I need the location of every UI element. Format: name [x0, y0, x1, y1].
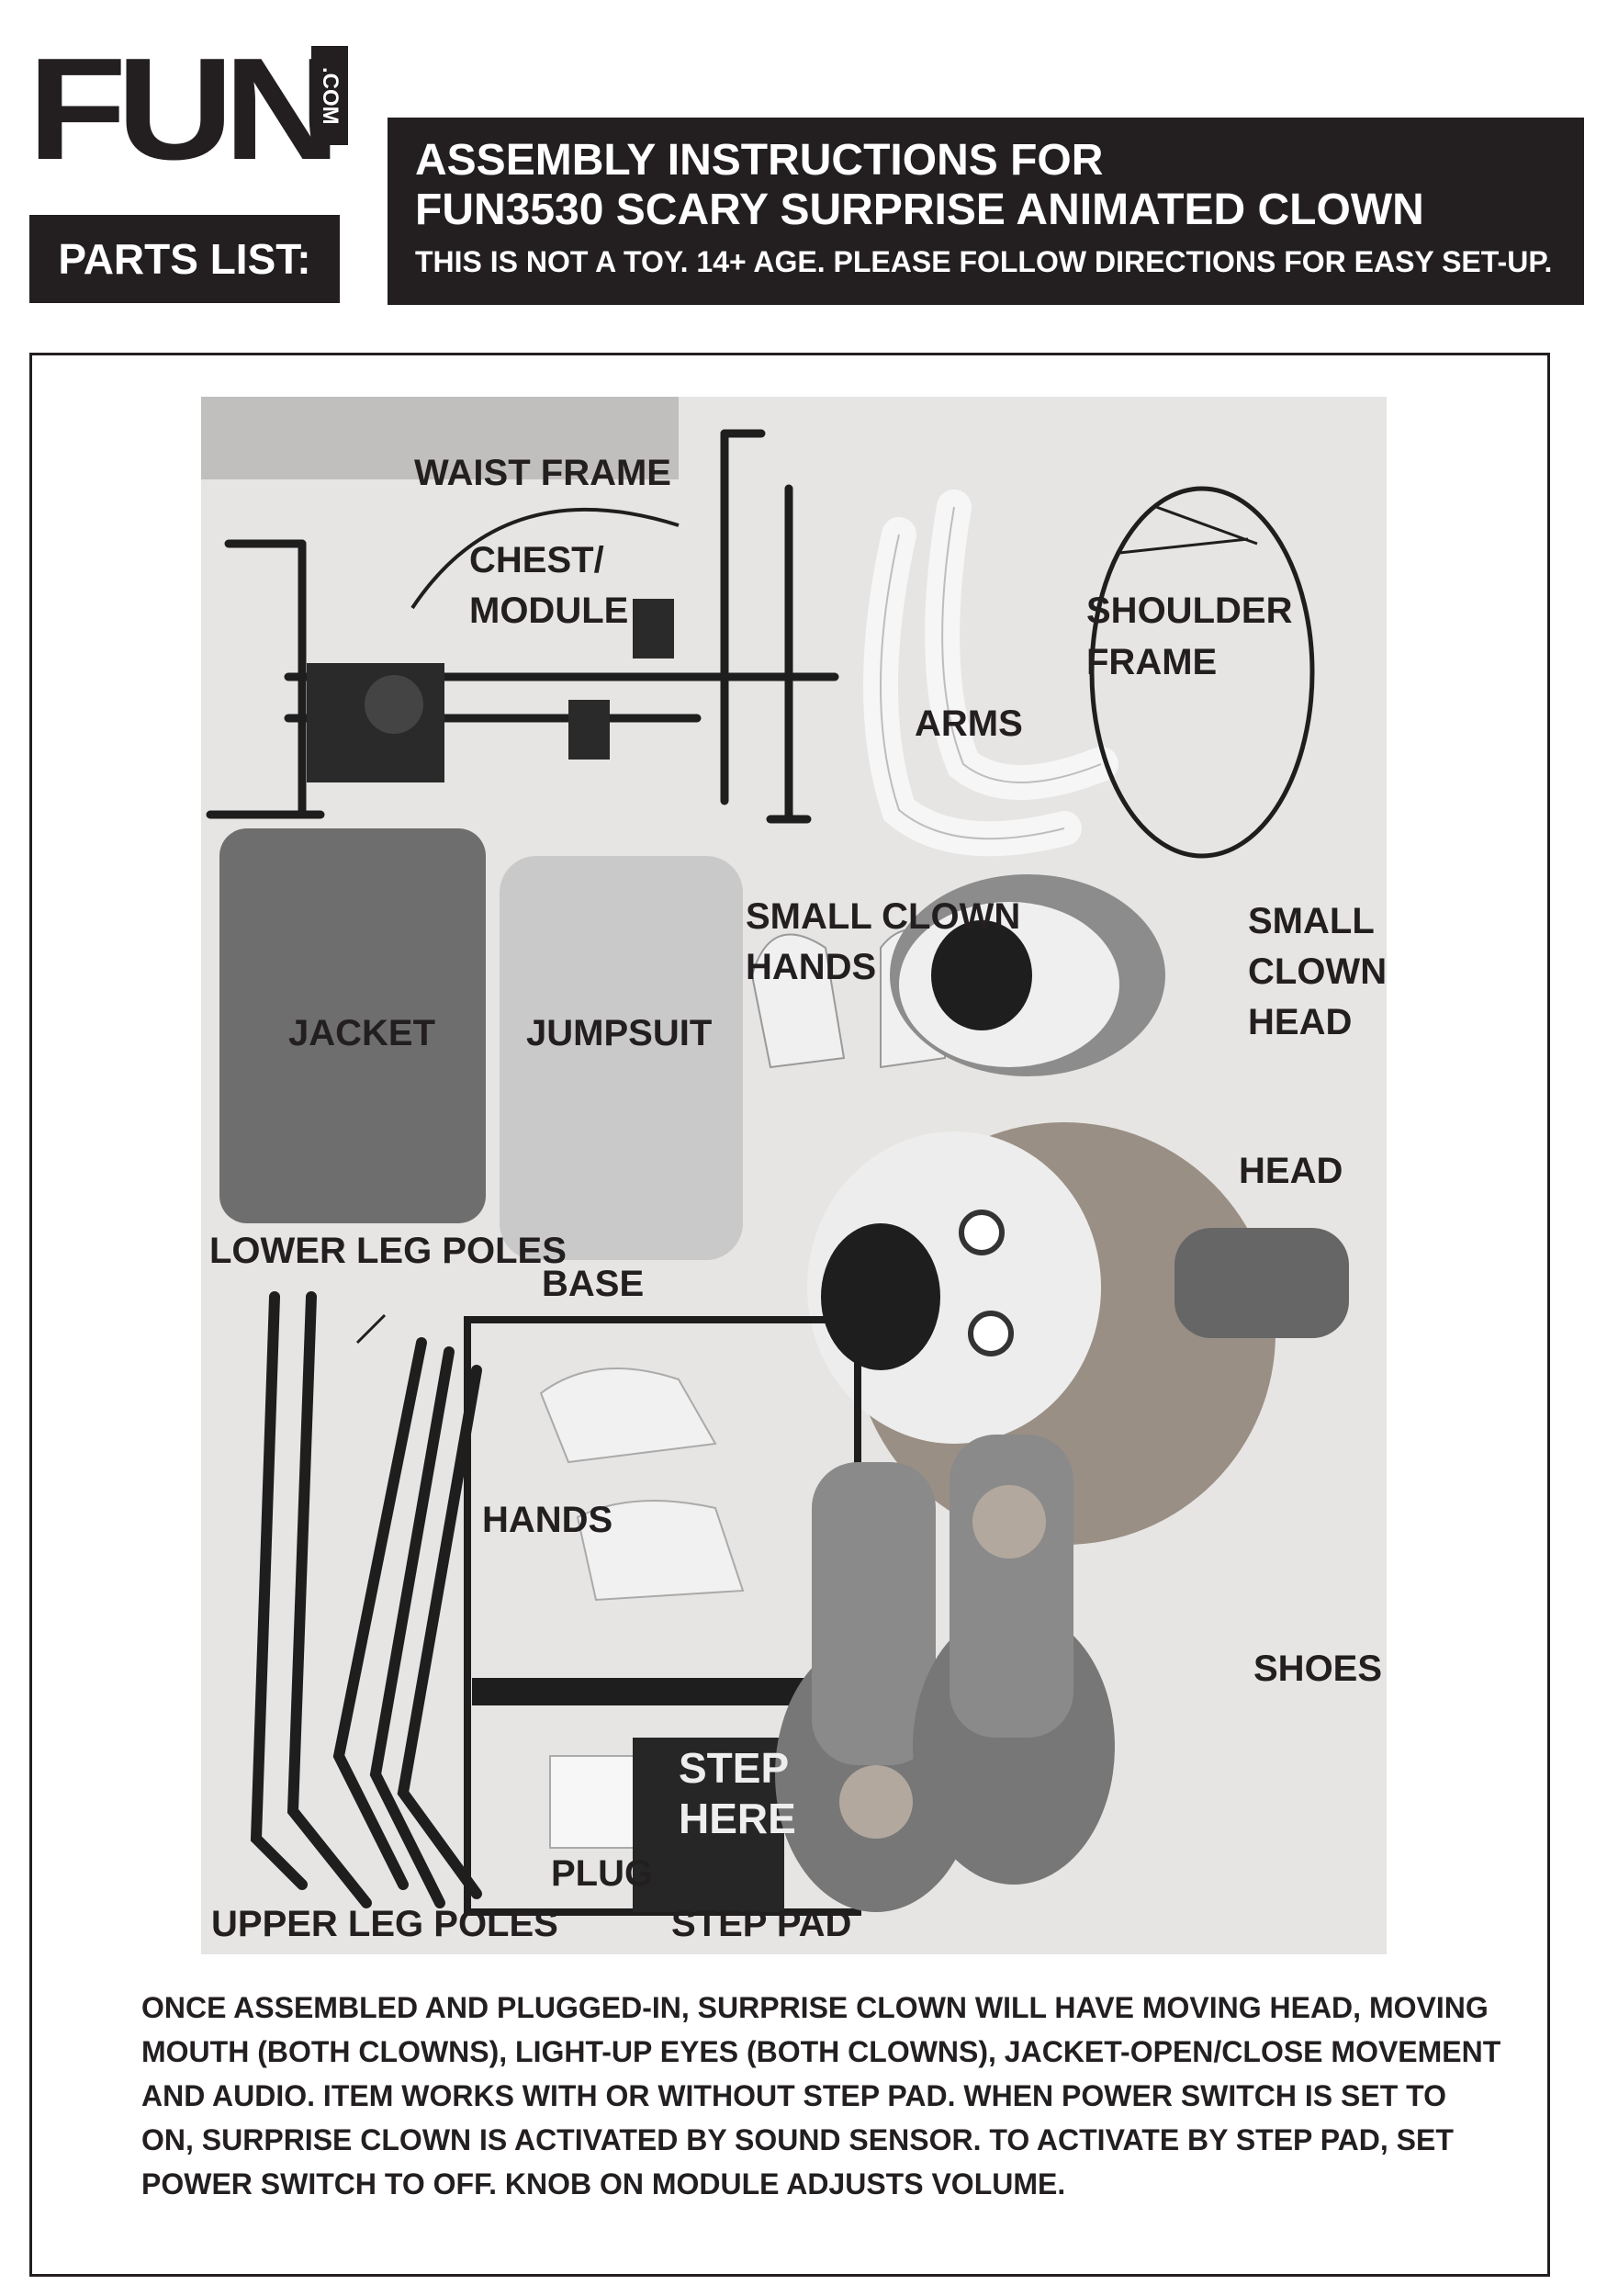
- notes-line: ONCE ASSEMBLED AND PLUGGED-IN, SURPRISE …: [141, 1991, 1489, 2024]
- label-arms: ARMS: [915, 703, 1023, 744]
- label-small-clown-head-2: CLOWN: [1248, 951, 1387, 992]
- step-here-text-1: STEP: [679, 1744, 790, 1792]
- content-frame: [29, 353, 1550, 2277]
- parts-list-label: PARTS LIST:: [29, 215, 340, 303]
- label-shoulder-frame-1: SHOULDER: [1086, 591, 1293, 631]
- shoe-right-body: [950, 1435, 1073, 1738]
- title-bar: ASSEMBLY INSTRUCTIONS FOR FUN3530 SCARY …: [388, 118, 1584, 305]
- label-shoulder-frame-2: FRAME: [1086, 642, 1218, 682]
- shoulder-frame: [1089, 486, 1315, 859]
- speaker-icon: [365, 675, 423, 734]
- parts-photo: WAIST FRAME CHEST/ MODULE SHOULDER FRAME…: [201, 397, 1387, 1954]
- label-jacket: JACKET: [288, 1013, 436, 1053]
- waist-frame-arrow: [410, 507, 680, 610]
- chest-frame: [206, 429, 839, 824]
- label-small-clown-head-3: HEAD: [1248, 1002, 1353, 1042]
- label-head: HEAD: [1239, 1151, 1343, 1191]
- notes-line: ON, SURPRISE CLOWN IS ACTIVATED BY SOUND…: [141, 2123, 1454, 2156]
- label-waist-frame: WAIST FRAME: [414, 453, 671, 493]
- label-jumpsuit: JUMPSUIT: [526, 1013, 713, 1053]
- label-small-clown-hands-2: HANDS: [746, 947, 877, 987]
- subtitle: THIS IS NOT A TOY. 14+ AGE. PLEASE FOLLO…: [415, 245, 1553, 278]
- plug-box: [549, 1755, 643, 1849]
- leg-poles: [250, 1291, 482, 1908]
- assembly-notes: ONCE ASSEMBLED AND PLUGGED-IN, SURPRISE …: [141, 1986, 1501, 2206]
- parts-illustration: [201, 397, 1387, 1954]
- hand-upper: [539, 1367, 717, 1464]
- title-line-1: ASSEMBLY INSTRUCTIONS FOR: [415, 136, 1104, 185]
- notes-line: AND AUDIO. ITEM WORKS WITH OR WITHOUT ST…: [141, 2079, 1447, 2112]
- jacket-shape: [219, 828, 486, 1223]
- step-here-text-2: HERE: [679, 1795, 796, 1842]
- hand-lower: [576, 1500, 745, 1602]
- label-hands: HANDS: [482, 1500, 613, 1540]
- label-small-clown-head-1: SMALL: [1248, 901, 1375, 941]
- notes-line: MOUTH (BOTH CLOWNS), LIGHT-UP EYES (BOTH…: [141, 2035, 1501, 2068]
- notes-line: POWER SWITCH TO OFF. KNOB ON MODULE ADJU…: [141, 2167, 1066, 2200]
- step-pad-shape: [633, 1738, 784, 1912]
- label-chest-module-2: MODULE: [469, 591, 629, 631]
- label-chest-module-1: CHEST/: [469, 540, 604, 580]
- label-base: BASE: [542, 1264, 645, 1304]
- label-upper-leg-poles: UPPER LEG POLES: [211, 1904, 558, 1944]
- head-hat: [1174, 1228, 1349, 1338]
- fun-logo-suffix: .COM: [311, 46, 348, 145]
- title-line-2: FUN3530 SCARY SURPRISE ANIMATED CLOWN: [415, 186, 1424, 234]
- label-lower-leg-poles: LOWER LEG POLES: [209, 1231, 567, 1271]
- shoe-left-body: [812, 1462, 936, 1765]
- label-small-clown-hands-1: SMALL CLOWN: [746, 896, 1021, 937]
- label-shoes: SHOES: [1253, 1649, 1383, 1689]
- jumpsuit-shape: [500, 856, 743, 1260]
- label-plug: PLUG: [551, 1853, 654, 1894]
- fun-logo: FUN: [28, 28, 341, 190]
- label-step-pad: STEP PAD: [671, 1904, 852, 1944]
